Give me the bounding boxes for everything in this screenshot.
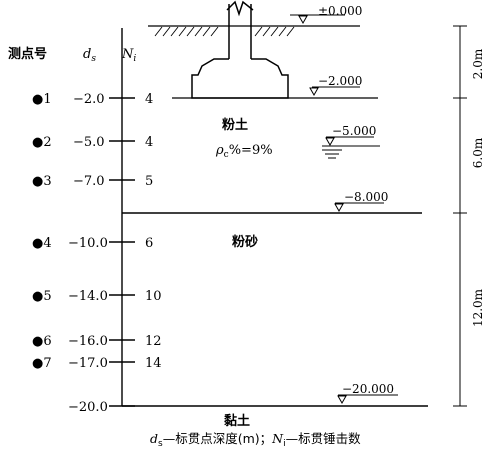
station-id: ●7 [32, 356, 52, 371]
station-id: ●4 [32, 236, 52, 251]
station-n: 6 [145, 236, 153, 251]
station-n: 5 [145, 174, 153, 189]
station-depth: −17.0 [68, 356, 108, 371]
layer-clay-label: 黏土 [224, 413, 250, 429]
station-id: ●1 [32, 92, 52, 107]
station-row: ●4 −10.0 6 [32, 236, 153, 251]
layer-silt-label: 粉土 [222, 117, 248, 133]
station-row: ●1 −2.0 4 [32, 92, 153, 107]
station-row: ●2 −5.0 4 [32, 135, 153, 150]
station-row: ●3 −7.0 5 [32, 174, 153, 189]
thickness-layer-3: 12.0m [471, 288, 485, 327]
station-depth: −10.0 [68, 236, 108, 251]
level-markers [290, 14, 398, 405]
station-row: ●5 −14.0 10 [32, 289, 162, 304]
station-n: 12 [145, 334, 162, 349]
station-depth: −14.0 [68, 289, 108, 304]
station-id: ●5 [32, 289, 52, 304]
thickness-layer-1: 2.0m [471, 48, 485, 79]
bottom-depth: −20.0 [68, 400, 108, 415]
depth-ticks [109, 97, 135, 407]
n-header: Ni [121, 47, 136, 64]
elevation-8m: −8.000 [344, 190, 388, 204]
elevation-20m: −20.000 [342, 382, 394, 396]
station-n: 4 [145, 135, 153, 150]
water-table-symbol [322, 149, 342, 159]
foundation [191, 0, 289, 99]
station-header: 测点号 [8, 46, 47, 62]
silt-clay-content: ρc%=9% [215, 143, 273, 160]
station-n: 10 [145, 289, 162, 304]
station-id: ●3 [32, 174, 52, 189]
thickness-layer-2: 6.0m [471, 137, 485, 168]
station-row: ●6 −16.0 12 [32, 334, 162, 349]
station-n: 4 [145, 92, 153, 107]
layer-silty-sand-label: 粉砂 [232, 234, 258, 250]
caption: ds—标贯点深度(m)；Ni—标贯锤击数 [150, 431, 361, 449]
station-depth: −16.0 [68, 334, 108, 349]
station-row: ●7 −17.0 14 [32, 356, 162, 371]
station-depth: −5.0 [73, 135, 105, 150]
elevation-foundation: −2.000 [318, 74, 362, 88]
station-id: ●6 [32, 334, 52, 349]
station-id: ●2 [32, 135, 52, 150]
thickness-dimension [453, 25, 467, 407]
elevation-water: −5.000 [332, 124, 376, 138]
ds-header: ds [83, 47, 96, 64]
elevation-ground: ±0.000 [318, 4, 362, 18]
station-n: 14 [145, 356, 162, 371]
station-depth: −7.0 [73, 174, 105, 189]
ground-hatching [154, 26, 295, 37]
station-depth: −2.0 [73, 92, 105, 107]
